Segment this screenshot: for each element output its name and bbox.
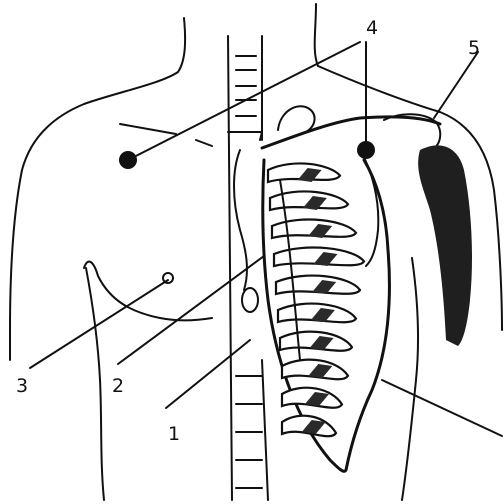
sternum-right-edge-lower [262, 360, 268, 500]
ribs-group [268, 163, 364, 436]
left-chest-curve [84, 262, 212, 321]
clavicle [262, 117, 440, 148]
rib-cage [263, 160, 390, 471]
acromion [384, 114, 440, 150]
body-outline [10, 4, 502, 500]
sternum-left-edge [228, 36, 232, 500]
vertebra-marks-upper [236, 56, 256, 116]
leader-2 [118, 256, 264, 364]
label-4: 4 [366, 17, 378, 39]
vertebra-marks-lower [236, 376, 262, 488]
chest-mark [120, 124, 212, 146]
sternum-top-block [228, 132, 262, 140]
right-torso-side [402, 258, 418, 500]
label-1: 1 [168, 423, 180, 445]
leader-1 [166, 340, 250, 408]
leader-5 [434, 52, 478, 118]
label-5: 5 [468, 37, 480, 59]
label-2: 2 [112, 375, 124, 397]
xiphoid-process [242, 288, 258, 312]
humerus-bone [418, 145, 472, 346]
left-neck-shoulder-line [10, 18, 185, 360]
label-3: 3 [16, 375, 28, 397]
number-labels: 1 2 3 4 5 [16, 17, 480, 445]
left-torso-side [86, 268, 104, 500]
leader-4a [128, 42, 360, 160]
right-neck-line [315, 4, 318, 66]
clavicle-head [278, 106, 315, 132]
leader-6 [382, 380, 502, 436]
